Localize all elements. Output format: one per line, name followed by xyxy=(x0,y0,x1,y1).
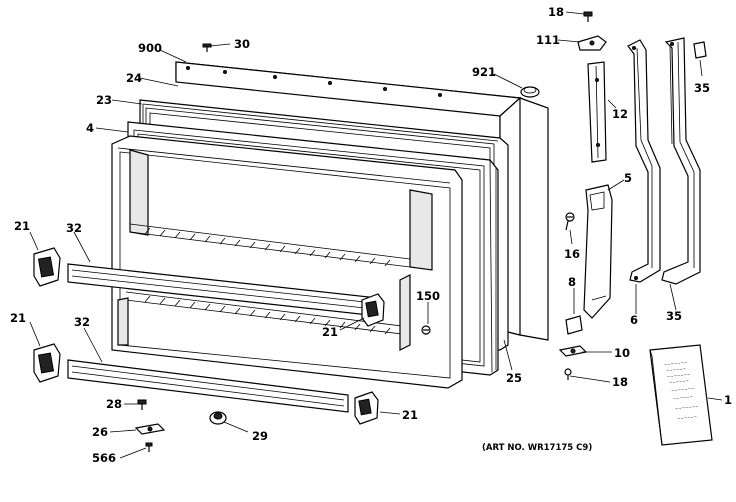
door-shelf-rail-lower xyxy=(67,359,349,413)
handle-35 xyxy=(661,37,701,285)
cap-35 xyxy=(693,41,707,59)
clip-8 xyxy=(565,315,583,335)
screw-16 xyxy=(565,212,575,231)
callout-21-right-lower: 21 xyxy=(402,408,418,422)
svg-text:~~~~~~~: ~~~~~~~ xyxy=(664,360,688,367)
callout-8: 8 xyxy=(568,275,576,289)
callout-21-left-upper: 21 xyxy=(14,219,30,233)
svg-text:~~~~~~: ~~~~~~ xyxy=(666,366,687,373)
callout-23: 23 xyxy=(96,93,112,107)
screw-18-bottom xyxy=(564,368,572,380)
screw-566 xyxy=(145,442,153,452)
svg-text:~~~~~~: ~~~~~~ xyxy=(677,414,698,421)
shelf-end-cap-left-upper xyxy=(33,247,61,287)
callout-30: 30 xyxy=(234,37,250,51)
callout-18-bottom: 18 xyxy=(612,375,628,389)
hinge-bar-12 xyxy=(587,61,607,163)
screw-28 xyxy=(137,399,147,410)
callout-28: 28 xyxy=(106,397,122,411)
leader-lines xyxy=(29,11,723,459)
callout-16: 16 xyxy=(564,247,580,261)
svg-text:~~~~~~~: ~~~~~~~ xyxy=(675,404,699,411)
callout-21-right-upper: 21 xyxy=(322,325,338,339)
callout-4: 4 xyxy=(86,121,94,135)
shelf-end-cap-left-lower xyxy=(33,343,61,383)
handle-strip-6 xyxy=(627,39,661,283)
owners-manual: ~~~~~~~ ~~~~~~ ~~~~~~~ ~~~~~~ ~~~~~~~ ~~… xyxy=(649,344,713,446)
callout-111: 111 xyxy=(536,33,560,47)
svg-text:~~~~~~~: ~~~~~~~ xyxy=(667,372,691,379)
svg-text:~~~~~~: ~~~~~~ xyxy=(673,394,694,401)
callout-5: 5 xyxy=(624,171,632,185)
hinge-bracket-111 xyxy=(577,35,607,51)
callout-labels: 18 900 30 111 24 921 35 23 12 4 5 21 32 … xyxy=(10,5,732,465)
shelf-end-cap-right-lower xyxy=(354,391,379,425)
svg-text:~~~~~~: ~~~~~~ xyxy=(669,378,690,385)
callout-1: 1 xyxy=(724,393,732,407)
callout-21-left-lower: 21 xyxy=(10,311,26,325)
callout-35-bottom: 35 xyxy=(666,309,682,323)
callout-35-top: 35 xyxy=(694,81,710,95)
callout-921: 921 xyxy=(472,65,496,79)
bracket-26 xyxy=(134,423,166,435)
callout-10: 10 xyxy=(614,346,630,360)
callout-24: 24 xyxy=(126,71,142,85)
svg-text:~~~~~~~: ~~~~~~~ xyxy=(671,386,695,393)
callout-25: 25 xyxy=(506,371,522,385)
screw-30 xyxy=(202,43,212,52)
callout-32-lower: 32 xyxy=(74,315,90,329)
door-inner-liner xyxy=(111,135,463,389)
callout-12: 12 xyxy=(612,107,628,121)
bracket-10 xyxy=(558,345,588,357)
hinge-5 xyxy=(583,184,613,319)
callout-6: 6 xyxy=(630,313,638,327)
callout-26: 26 xyxy=(92,425,108,439)
callout-900: 900 xyxy=(138,41,162,55)
stop-29 xyxy=(209,411,227,425)
callout-150: 150 xyxy=(416,289,440,303)
callout-32-upper: 32 xyxy=(66,221,82,235)
callout-566: 566 xyxy=(92,451,116,465)
shelf-end-cap-right-upper xyxy=(361,293,385,327)
screw-18-top xyxy=(583,11,593,22)
screw-150 xyxy=(421,325,431,335)
callout-29: 29 xyxy=(252,429,268,443)
callout-18-top: 18 xyxy=(548,5,564,19)
art-number-caption: (ART NO. WR17175 C9) xyxy=(482,443,592,453)
plug-921 xyxy=(520,86,540,98)
